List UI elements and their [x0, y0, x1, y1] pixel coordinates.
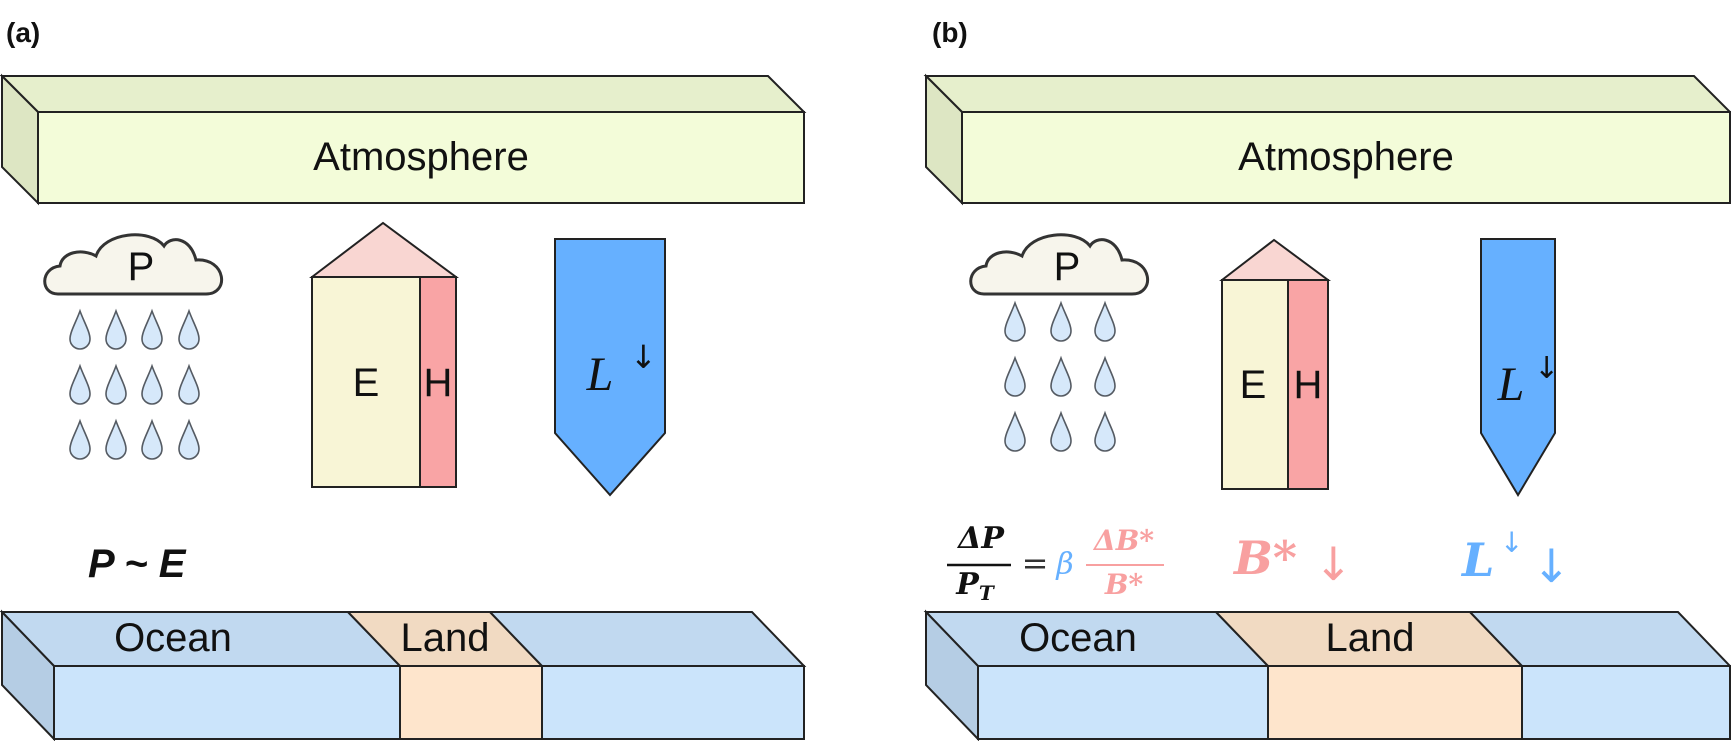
precipitation-cloud-icon: P: [43, 233, 223, 296]
raindrop-icon: [1094, 302, 1116, 342]
raindrops-b: [1004, 302, 1116, 452]
land-front: [1267, 665, 1523, 740]
raindrop-icon: [178, 365, 200, 405]
raindrop-icon: [105, 365, 127, 405]
sensible-heat-bar: [419, 276, 457, 488]
ocean-front-right: [1521, 665, 1731, 740]
raindrop-icon: [178, 420, 200, 460]
ocean-front-left: [977, 665, 1269, 740]
longwave-arrow-b: L ↓: [1480, 238, 1559, 497]
atmosphere-front-face: [37, 111, 805, 204]
raindrop-icon: [69, 365, 91, 405]
longwave-down-arrow-icon: [1480, 238, 1556, 497]
heat-label: H: [424, 361, 453, 405]
relation-p-approx-e: P ~ E: [88, 542, 187, 586]
precipitation-cloud-icon: P: [969, 233, 1149, 296]
heat-label: H: [1294, 363, 1323, 407]
scaling-equation: ΔP PT = β ΔB* B*: [947, 521, 1164, 605]
raindrop-icon: [1004, 302, 1026, 342]
eq-rhs-numerator: ΔB*: [1092, 524, 1154, 557]
evap-heat-column-b: E H: [1219, 238, 1332, 490]
atmosphere-box-a: Atmosphere: [0, 73, 807, 206]
atmosphere-front-face: [961, 111, 1731, 204]
raindrop-icon: [1004, 412, 1026, 452]
raindrop-icon: [141, 420, 163, 460]
atmosphere-top-face: [923, 75, 1731, 113]
raindrop-icon: [69, 310, 91, 350]
land-front: [399, 665, 543, 740]
evaporation-bar: [311, 276, 421, 488]
ocean-label: Ocean: [114, 616, 232, 660]
eq-lhs-denominator: PT: [955, 567, 996, 605]
panel-b: (b) Atmosphere P E H: [923, 17, 1731, 741]
evaporation-bar: [1221, 279, 1289, 490]
land-label: Land: [401, 616, 490, 660]
raindrop-icon: [1094, 412, 1116, 452]
precip-label: P: [1054, 245, 1081, 289]
surface-box-a: Ocean Land: [0, 609, 807, 741]
panel-a: (a) Atmosphere P: [0, 17, 807, 741]
evaporation-label: E: [353, 361, 380, 405]
raindrop-icon: [1050, 412, 1072, 452]
longwave-superscript: ↓: [630, 338, 657, 376]
raindrop-icon: [141, 310, 163, 350]
raindrop-icon: [178, 310, 200, 350]
column-roof: [1219, 238, 1332, 281]
atmosphere-box-b: Atmosphere: [923, 73, 1731, 206]
ocean-front-right: [541, 665, 805, 740]
ocean-label: Ocean: [1019, 616, 1137, 660]
lw-change-superscript: ↓: [1500, 526, 1523, 559]
eq-lhs-numerator: ΔP: [956, 521, 1005, 556]
evap-heat-column-a: E H: [309, 221, 460, 488]
raindrop-icon: [105, 420, 127, 460]
decrease-arrow-icon: ↓: [1532, 539, 1571, 593]
land-label: Land: [1326, 616, 1415, 660]
longwave-symbol: L: [1497, 358, 1525, 411]
longwave-change: L ↓ ↓: [1460, 526, 1571, 593]
precip-label: P: [128, 245, 155, 289]
raindrops-a: [69, 310, 200, 460]
ocean-top-right: [487, 611, 807, 667]
longwave-down-arrow-icon: [554, 238, 666, 497]
raindrop-icon: [1094, 357, 1116, 397]
bowen-ratio-change: B* ↓: [1232, 531, 1353, 591]
sensible-heat-bar: [1287, 279, 1329, 490]
ocean-front-left: [53, 665, 401, 740]
raindrop-icon: [105, 310, 127, 350]
raindrop-icon: [141, 365, 163, 405]
column-roof: [309, 221, 460, 278]
eq-rhs-denominator: B*: [1104, 568, 1144, 601]
lw-change-symbol: L: [1460, 533, 1494, 587]
raindrop-icon: [1050, 302, 1072, 342]
longwave-arrow-a: L ↓: [554, 238, 666, 497]
raindrop-icon: [1004, 357, 1026, 397]
surface-box-b: Ocean Land: [923, 609, 1731, 741]
longwave-superscript: ↓: [1534, 351, 1559, 386]
decrease-arrow-icon: ↓: [1314, 537, 1353, 591]
bowen-symbol: B*: [1232, 531, 1297, 585]
panel-a-label: (a): [6, 17, 40, 48]
atmosphere-label: Atmosphere: [313, 135, 529, 179]
eq-equals: =: [1022, 544, 1049, 582]
eq-beta: β: [1055, 547, 1073, 582]
raindrop-icon: [1050, 357, 1072, 397]
longwave-symbol: L: [586, 348, 614, 401]
atmosphere-top-face: [0, 75, 807, 113]
panel-b-label: (b): [932, 17, 968, 48]
evaporation-label: E: [1240, 363, 1267, 407]
raindrop-icon: [69, 420, 91, 460]
atmosphere-label: Atmosphere: [1238, 135, 1454, 179]
